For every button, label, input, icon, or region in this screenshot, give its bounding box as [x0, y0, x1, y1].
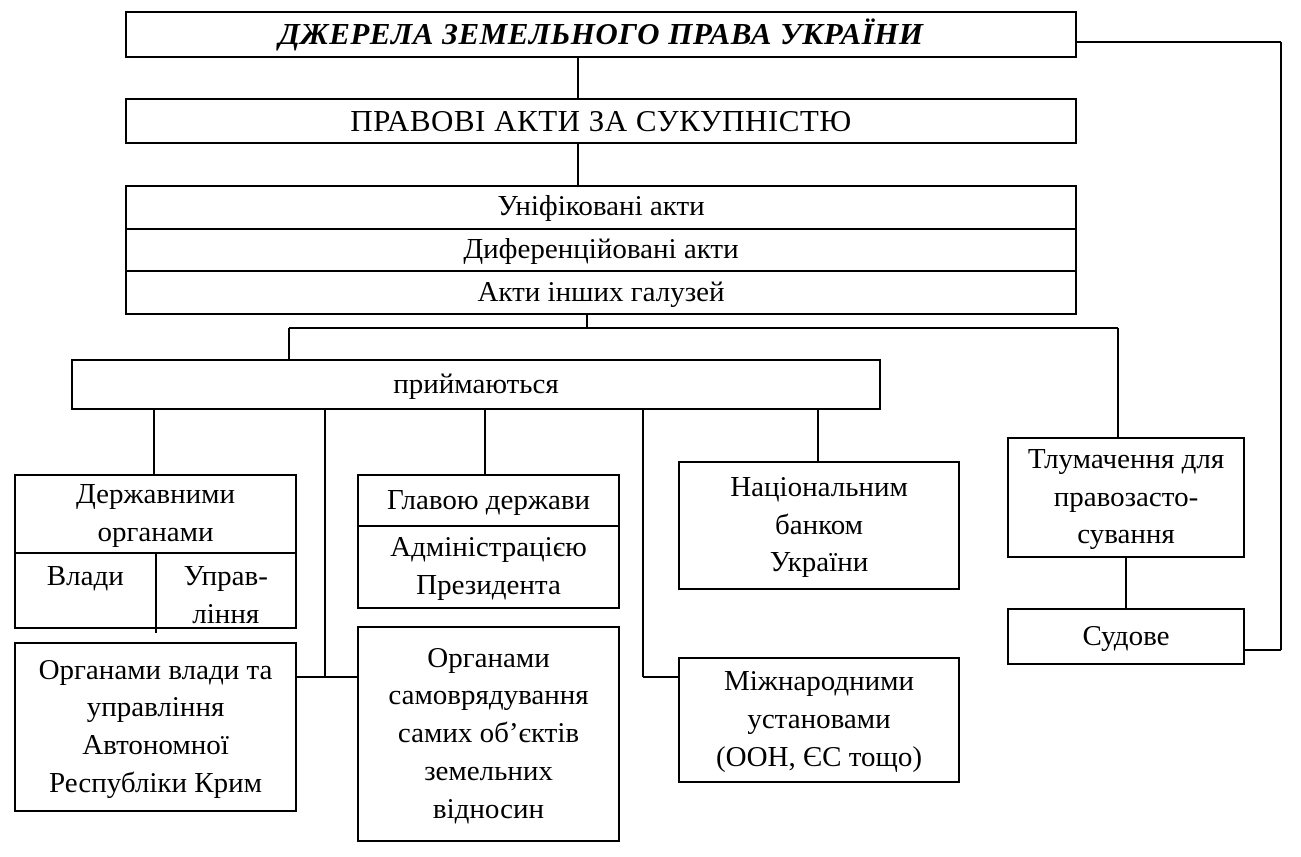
- state-bodies-branches: Влади Управ- ління: [16, 552, 296, 634]
- act-type-other-branches: Акти інших галузей: [127, 270, 1075, 313]
- branch-power: Влади: [46, 560, 124, 592]
- state-bodies-label: Державними органами: [75, 478, 236, 548]
- act-type-differentiated: Диференційовані акти: [127, 227, 1075, 271]
- crimea-bodies-text: Органами влади та управління Автономної …: [38, 653, 273, 799]
- adopted-by-box: приймаються: [71, 359, 881, 410]
- self-government-text: Органами самоврядування самих об’єктів з…: [388, 641, 589, 825]
- self-government-box: Органами самоврядування самих об’єктів з…: [357, 626, 620, 842]
- act-type-unified: Уніфіковані акти: [497, 190, 705, 223]
- act-types-box: Уніфіковані акти Диференційовані акти Ак…: [125, 185, 1077, 315]
- adopted-by-text: приймаються: [393, 367, 559, 400]
- international-text: Міжнародними установами (ООН, ЄС тощо): [715, 665, 922, 773]
- national-bank-text: Національним банком України: [730, 470, 908, 579]
- presidential-administration: Адміністрацією Президента: [359, 525, 618, 607]
- legal-acts-box: ПРАВОВІ АКТИ ЗА СУКУПНІСТЮ: [125, 98, 1077, 144]
- interpretation-box: Тлумачення для правозасто- сування: [1007, 437, 1245, 558]
- interpretation-text: Тлумачення для правозасто- сування: [1027, 442, 1225, 551]
- national-bank-box: Національним банком України: [678, 461, 960, 590]
- crimea-bodies-box: Органами влади та управління Автономної …: [14, 642, 297, 812]
- head-of-state-label: Главою держави: [386, 483, 591, 516]
- branch-administration: Управ- ління: [154, 554, 296, 634]
- judicial-box: Судове: [1007, 608, 1245, 665]
- judicial-text: Судове: [1082, 619, 1170, 652]
- legal-acts-text: ПРАВОВІ АКТИ ЗА СУКУПНІСТЮ: [350, 102, 852, 138]
- diagram-title: ДЖЕРЕЛА ЗЕМЕЛЬНОГО ПРАВА УКРАЇНИ: [125, 11, 1077, 58]
- international-box: Міжнародними установами (ООН, ЄС тощо): [678, 657, 960, 783]
- state-bodies-box: Державними органами Влади Управ- ління: [14, 474, 297, 634]
- diagram-title-text: ДЖЕРЕЛА ЗЕМЕЛЬНОГО ПРАВА УКРАЇНИ: [278, 16, 924, 52]
- head-of-state-box: Главою держави Адміністрацією Президента: [357, 474, 620, 609]
